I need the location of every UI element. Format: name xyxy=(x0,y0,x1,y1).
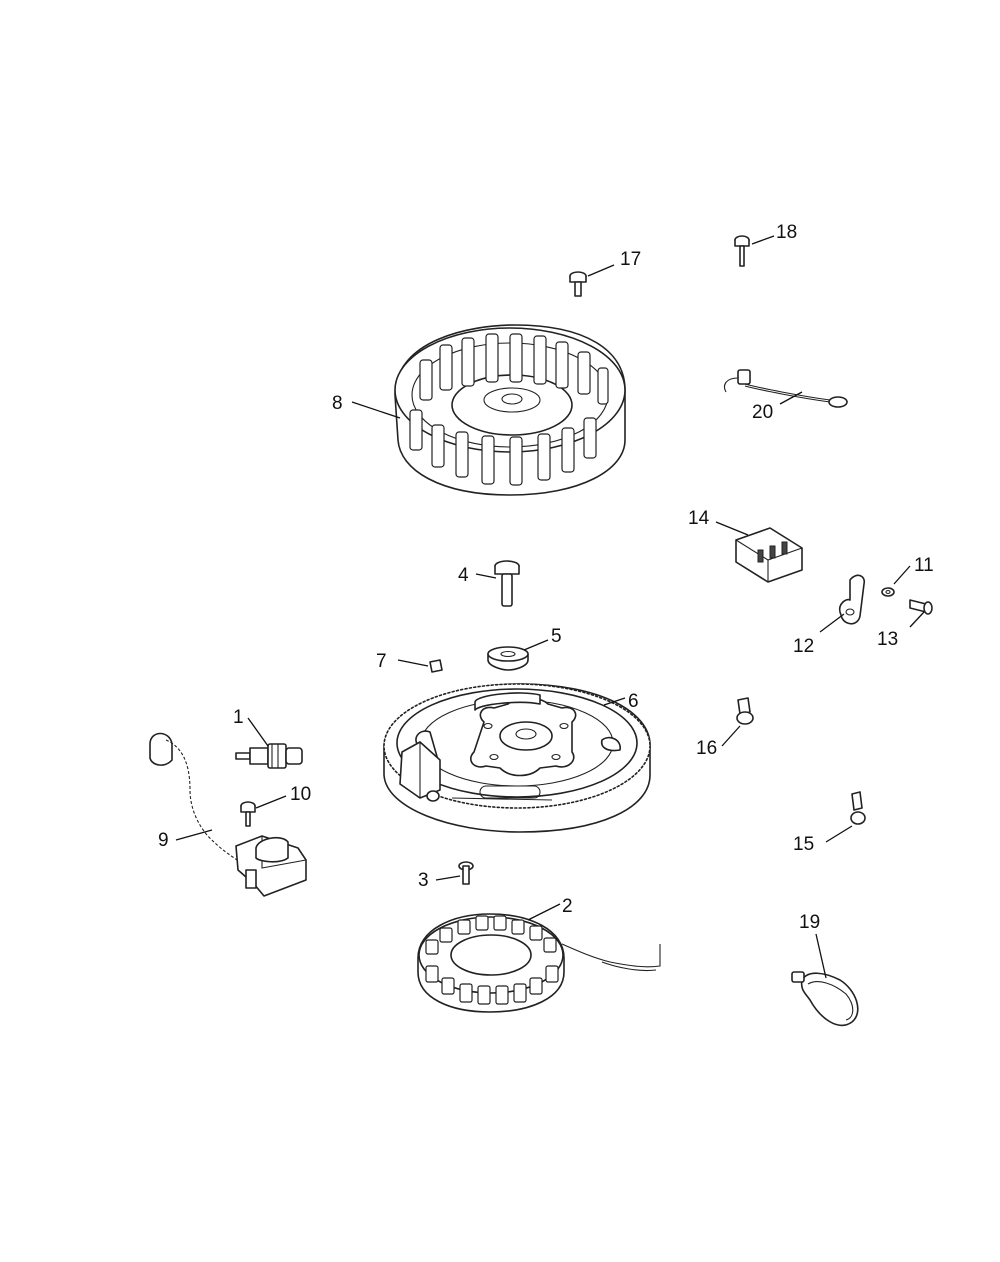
callout-5: 5 xyxy=(551,626,562,647)
module-screw-part: 10 xyxy=(240,784,311,827)
callout-4: 4 xyxy=(458,565,469,586)
wire-clip-part: 15 xyxy=(793,791,866,855)
callout-1: 1 xyxy=(233,707,244,728)
flywheel-part: 6 xyxy=(383,683,651,833)
callout-19: 19 xyxy=(799,912,820,933)
ground-lead-part: 20 xyxy=(723,369,848,423)
fan-screw-part: 17 xyxy=(569,249,641,297)
rectifier-part: 14 xyxy=(688,508,803,583)
wire-tie-part: 19 xyxy=(791,912,859,1027)
bracket-screw-part: 13 xyxy=(877,599,933,650)
ground-bracket-part: 12 xyxy=(793,574,866,657)
flywheel-bolt-part: 4 xyxy=(458,560,520,607)
callout-3: 3 xyxy=(418,870,429,891)
callout-17: 17 xyxy=(620,249,641,270)
callout-18: 18 xyxy=(776,222,797,243)
wire-clip-2-part: 16 xyxy=(696,697,754,759)
callout-6: 6 xyxy=(628,691,639,712)
callout-10: 10 xyxy=(290,784,311,805)
flywheel-washer-part: 5 xyxy=(487,626,562,671)
flywheel-key-part: 7 xyxy=(376,651,443,673)
spark-plug-part: 1 xyxy=(233,707,303,769)
stator-part: 2 xyxy=(417,896,661,1013)
washer-part: 11 xyxy=(881,555,934,597)
rectifier-screw-part: 18 xyxy=(734,222,797,267)
callout-16: 16 xyxy=(696,738,717,759)
callout-14: 14 xyxy=(688,508,710,529)
callout-8: 8 xyxy=(332,393,343,414)
callout-12: 12 xyxy=(793,636,814,657)
callout-11: 11 xyxy=(914,555,934,576)
callout-20: 20 xyxy=(752,402,773,423)
stator-screw-part: 3 xyxy=(418,861,474,891)
callout-7: 7 xyxy=(376,651,387,672)
callout-9: 9 xyxy=(158,830,169,851)
callout-15: 15 xyxy=(793,834,814,855)
callout-13: 13 xyxy=(877,629,898,650)
callout-2: 2 xyxy=(562,896,573,917)
cooling-fan-part: 8 xyxy=(332,324,626,496)
ignition-module-part: 9 xyxy=(149,732,307,897)
